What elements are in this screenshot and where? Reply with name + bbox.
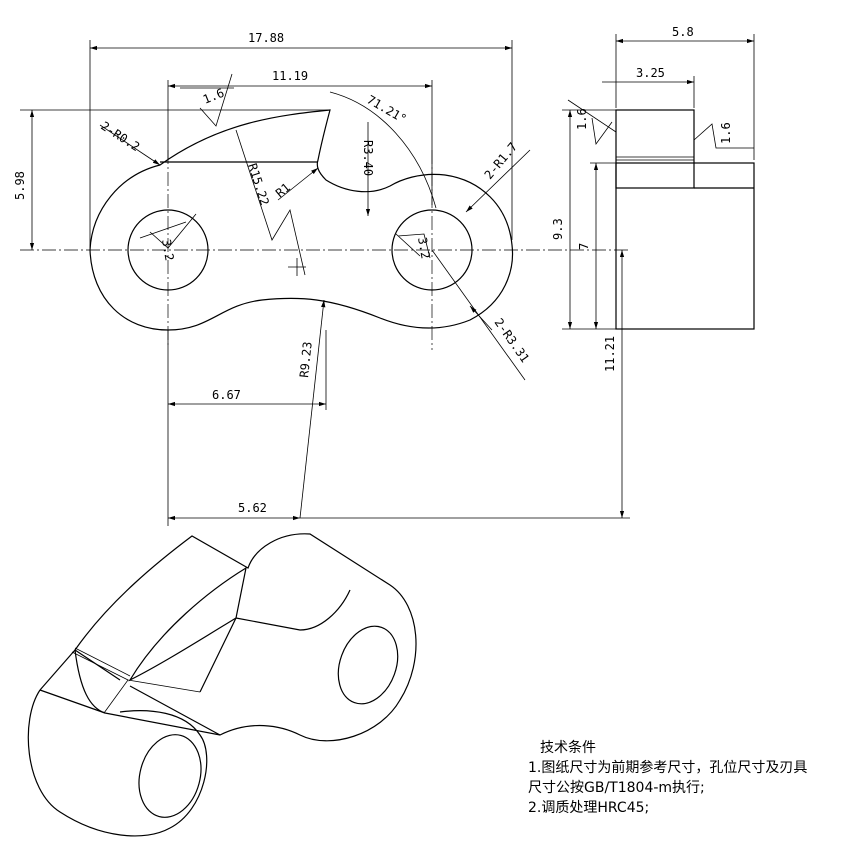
side-main-block: [615, 162, 755, 330]
dim-5-98: 5.98: [13, 171, 27, 200]
iso-side-face: [129, 617, 237, 736]
dim-11-19: 11.19: [272, 69, 308, 83]
roughness-side-right-symbol: [693, 123, 754, 149]
iso-front-boss: [27, 689, 208, 837]
dim-5-8: 5.8: [672, 25, 694, 39]
dim-r3-40: R3.40: [361, 140, 375, 176]
side-upper-block: [615, 109, 695, 189]
iso-inner-slope: [128, 566, 247, 682]
roughness-hole-left-symbol: [139, 213, 197, 249]
leader-r1: [277, 167, 319, 201]
dim-r0-2: 2-R0.2: [98, 119, 142, 154]
dim-6-67: 6.67: [212, 388, 241, 402]
technical-notes: 技术条件 1.图纸尺寸为前期参考尺寸，孔位尺寸及刃具 尺寸公按GB/T1804-…: [528, 738, 807, 818]
roughness-side-left-symbol: [567, 99, 617, 146]
roughness-1-6: 1.6: [201, 86, 226, 107]
dim-5-62: 5.62: [238, 501, 267, 515]
roughness-hole-left: 3.2: [159, 238, 177, 262]
dim-11-21: 11.21: [603, 336, 617, 372]
notes-line-2: 尺寸公按GB/T1804-m执行;: [528, 780, 705, 796]
iso-ridge: [71, 647, 201, 714]
iso-rear-hole: [337, 625, 399, 705]
notes-line-3: 2.调质处理HRC45;: [528, 800, 650, 816]
leader-r02: [99, 124, 161, 166]
dim-7: 7: [577, 243, 591, 250]
dim-r15-22: R15.22: [245, 162, 272, 208]
leader-r17: [465, 149, 531, 213]
iso-front-edge: [39, 649, 121, 714]
roughness-side-right: 1.6: [719, 122, 733, 144]
notes-title: 技术条件: [540, 740, 596, 756]
dim-r9-23: R9.23: [297, 341, 315, 378]
dim-3-25: 3.25: [636, 66, 665, 80]
iso-front-hole: [138, 734, 202, 818]
dim-9-3: 9.3: [551, 218, 565, 240]
dim-r3-31: 2-R3.31: [492, 316, 532, 365]
leader-r923: [299, 299, 326, 519]
side-view: 5.8 3.25 1.6 1.6 9.3 7: [551, 25, 755, 330]
front-view: 17.88 11.19 5.98 1.6 2-R0.2 71.21° R15.2…: [13, 31, 630, 526]
front-outline: [89, 109, 514, 331]
dim-17-88: 17.88: [248, 31, 284, 45]
notes-line-1: 1.图纸尺寸为前期参考尺寸，孔位尺寸及刃具: [528, 760, 808, 776]
iso-top-face: [74, 533, 417, 742]
roughness-side-left: 1.6: [575, 108, 589, 130]
roughness-symbol: [180, 73, 234, 127]
leader-r331-arrow: [469, 305, 493, 331]
angle-arc: [329, 91, 437, 209]
dim-angle: 71.21°: [365, 92, 410, 126]
dim-r1: R1: [273, 180, 293, 200]
leader-r15: [235, 129, 306, 276]
roughness-hole-right: 3.2: [415, 236, 433, 260]
dim-r1-7: 2-R1.7: [482, 140, 521, 182]
roughness-hole-right-symbol: [395, 233, 431, 259]
isometric-view: [27, 533, 417, 837]
iso-inner-face: [235, 589, 351, 631]
